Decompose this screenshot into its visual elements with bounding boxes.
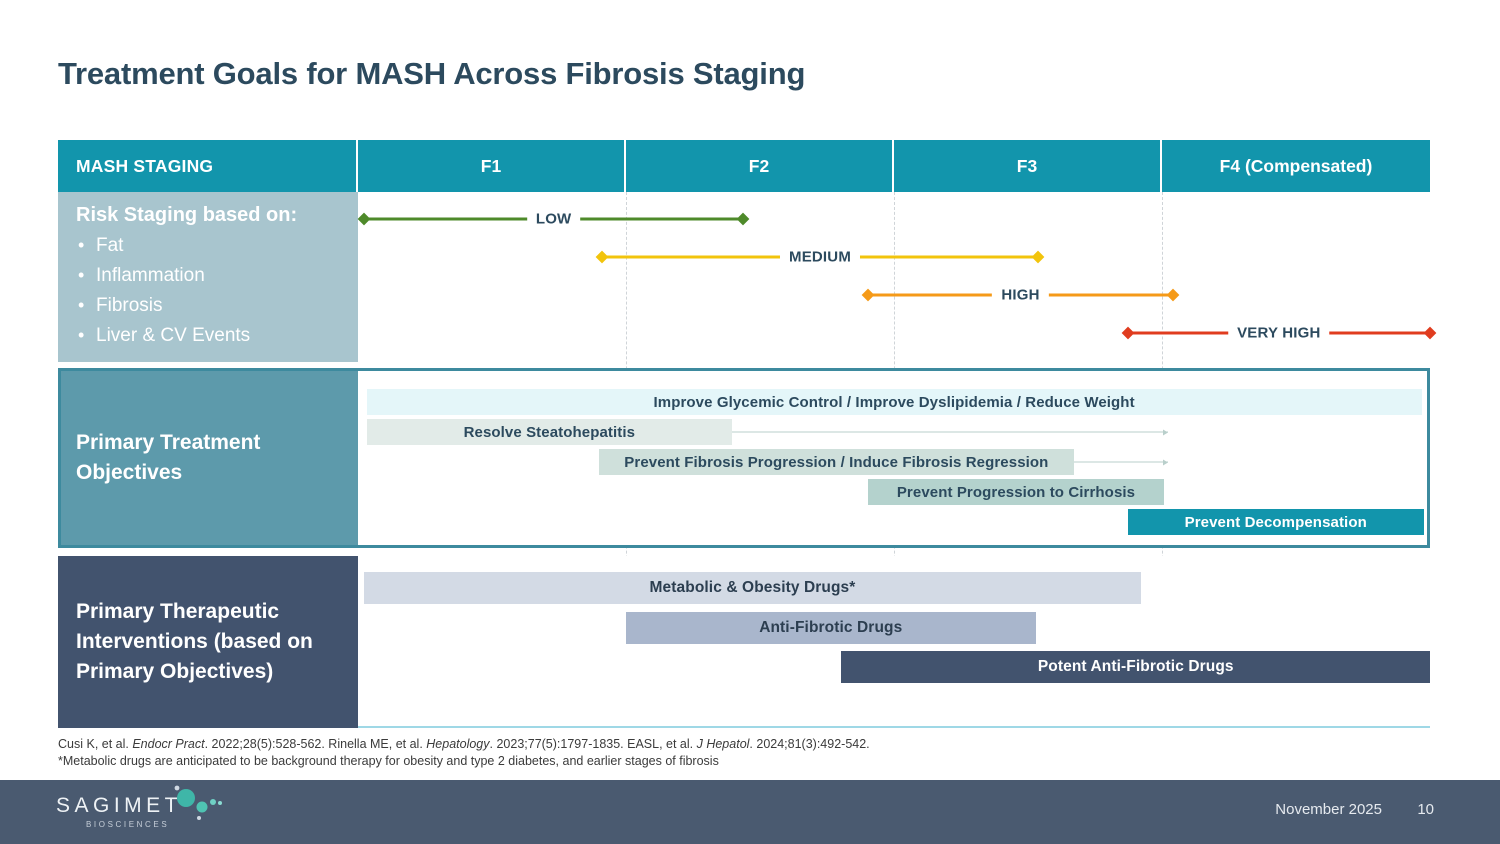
primary-interventions-bars: Metabolic & Obesity Drugs* Anti-Fibrotic … (358, 556, 1430, 728)
objective-bar: Resolve Steatohepatitis (366, 419, 1169, 445)
intervention-bar-label: Metabolic & Obesity Drugs* (649, 579, 856, 596)
risk-line-cap-right (1423, 326, 1437, 340)
risk-staging-side-panel: Risk Staging based on: Fat Inflammation … (58, 192, 358, 362)
header-cell-mash-staging: MASH STAGING (58, 140, 358, 192)
risk-bullet-fibrosis: Fibrosis (76, 290, 358, 321)
page-title: Treatment Goals for MASH Across Fibrosis… (58, 56, 806, 91)
citation-text: Cusi K, et al. (58, 737, 133, 751)
header-cell-f4: F4 (Compensated) (1162, 140, 1430, 192)
header-cell-f3: F3 (894, 140, 1162, 192)
risk-line-label: MEDIUM (780, 248, 861, 266)
header-cell-f2: F2 (626, 140, 894, 192)
risk-line-cap-left (861, 288, 875, 302)
slide-footer: SAGIMET BIOSCIENCES November 2025 10 (0, 780, 1500, 844)
chart-header-row: MASH STAGING F1 F2 F3 F4 (Compensated) (58, 140, 1430, 192)
footer-page-number: 10 (1417, 801, 1434, 818)
risk-line-cap-left (1121, 326, 1135, 340)
risk-staging-title: Risk Staging based on: (76, 204, 298, 226)
primary-objectives-title: Primary Treatment Objectives (61, 371, 358, 545)
intervention-bar: Metabolic & Obesity Drugs* (364, 572, 1141, 604)
citation-text: . 2023;77(5):1797-1835. EASL, et al. (489, 737, 697, 751)
risk-line-cap-right (1166, 288, 1180, 302)
citation-journal: J Hepatol (696, 737, 750, 751)
objective-bar: Improve Glycemic Control / Improve Dysli… (366, 389, 1422, 415)
intervention-bar-label: Anti-Fibrotic Drugs (759, 619, 903, 636)
objective-bar: Prevent Progression to Cirrhosis (867, 479, 1165, 505)
objective-bar-tail (1074, 459, 1169, 465)
primary-interventions-row: Primary Therapeutic Interventions (based… (58, 556, 1430, 728)
logo-dots-icon (174, 785, 222, 820)
citation-text: . 2022;28(5):528-562. Rinella ME, et al. (204, 737, 427, 751)
risk-line-cap-left (596, 250, 609, 264)
objective-bar: Prevent Fibrosis Progression / Induce Fi… (598, 449, 1169, 475)
intervention-bar: Potent Anti-Fibrotic Drugs (841, 651, 1430, 683)
objective-bar-label: Resolve Steatohepatitis (463, 423, 636, 441)
logo-wordmark: SAGIMET (56, 794, 183, 817)
risk-staging-row: Risk Staging based on: Fat Inflammation … (58, 192, 1437, 362)
objective-bar-label: Improve Glycemic Control / Improve Dysli… (653, 393, 1135, 411)
header-cell-f1: F1 (358, 140, 626, 192)
objective-bar: Prevent Decompensation (1127, 509, 1424, 535)
risk-staging-bullets: Fat Inflammation Fibrosis Liver & CV Eve… (76, 230, 358, 351)
footnote-metabolic-drugs: *Metabolic drugs are anticipated to be b… (58, 754, 719, 768)
citation-journal: Hepatology (426, 737, 490, 751)
footer-date: November 2025 (1275, 801, 1382, 818)
footnote-citations: Cusi K, et al. Endocr Pract. 2022;28(5):… (58, 736, 870, 753)
staging-chart: MASH STAGING F1 F2 F3 F4 (Compensated) R… (58, 140, 1437, 728)
objective-bar-label: Prevent Progression to Cirrhosis (896, 483, 1136, 501)
risk-line-label: VERY HIGH (1228, 324, 1330, 342)
chart-bottom-rule (358, 726, 1430, 728)
intervention-bar-label: Potent Anti-Fibrotic Drugs (1037, 658, 1234, 675)
risk-bullet-fat: Fat (76, 230, 358, 261)
risk-line-cap-right (736, 212, 750, 226)
risk-bullet-inflammation: Inflammation (76, 260, 358, 291)
primary-interventions-title: Primary Therapeutic Interventions (based… (58, 556, 358, 728)
primary-objectives-bars: Improve Glycemic Control / Improve Dysli… (358, 371, 1427, 545)
logo-tagline: BIOSCIENCES (86, 820, 170, 829)
risk-line-cap-left (358, 212, 371, 226)
risk-line-label: LOW (526, 210, 581, 228)
risk-line-cap-right (1031, 250, 1044, 264)
citation-journal: Endocr Pract (132, 737, 205, 751)
risk-bullet-liver-cv-events: Liver & CV Events (76, 320, 358, 351)
objective-bar-tail (732, 429, 1169, 435)
intervention-bar: Anti-Fibrotic Drugs (626, 612, 1036, 644)
citation-text: . 2024;81(3):492-542. (749, 737, 870, 751)
objective-bar-label: Prevent Decompensation (1184, 513, 1367, 531)
primary-objectives-row: Primary Treatment Objectives Improve Gly… (58, 368, 1430, 548)
risk-line-label: HIGH (992, 286, 1049, 304)
sagimet-logo: SAGIMET BIOSCIENCES (56, 785, 222, 829)
objective-bar-label: Prevent Fibrosis Progression / Induce Fi… (624, 453, 1049, 471)
